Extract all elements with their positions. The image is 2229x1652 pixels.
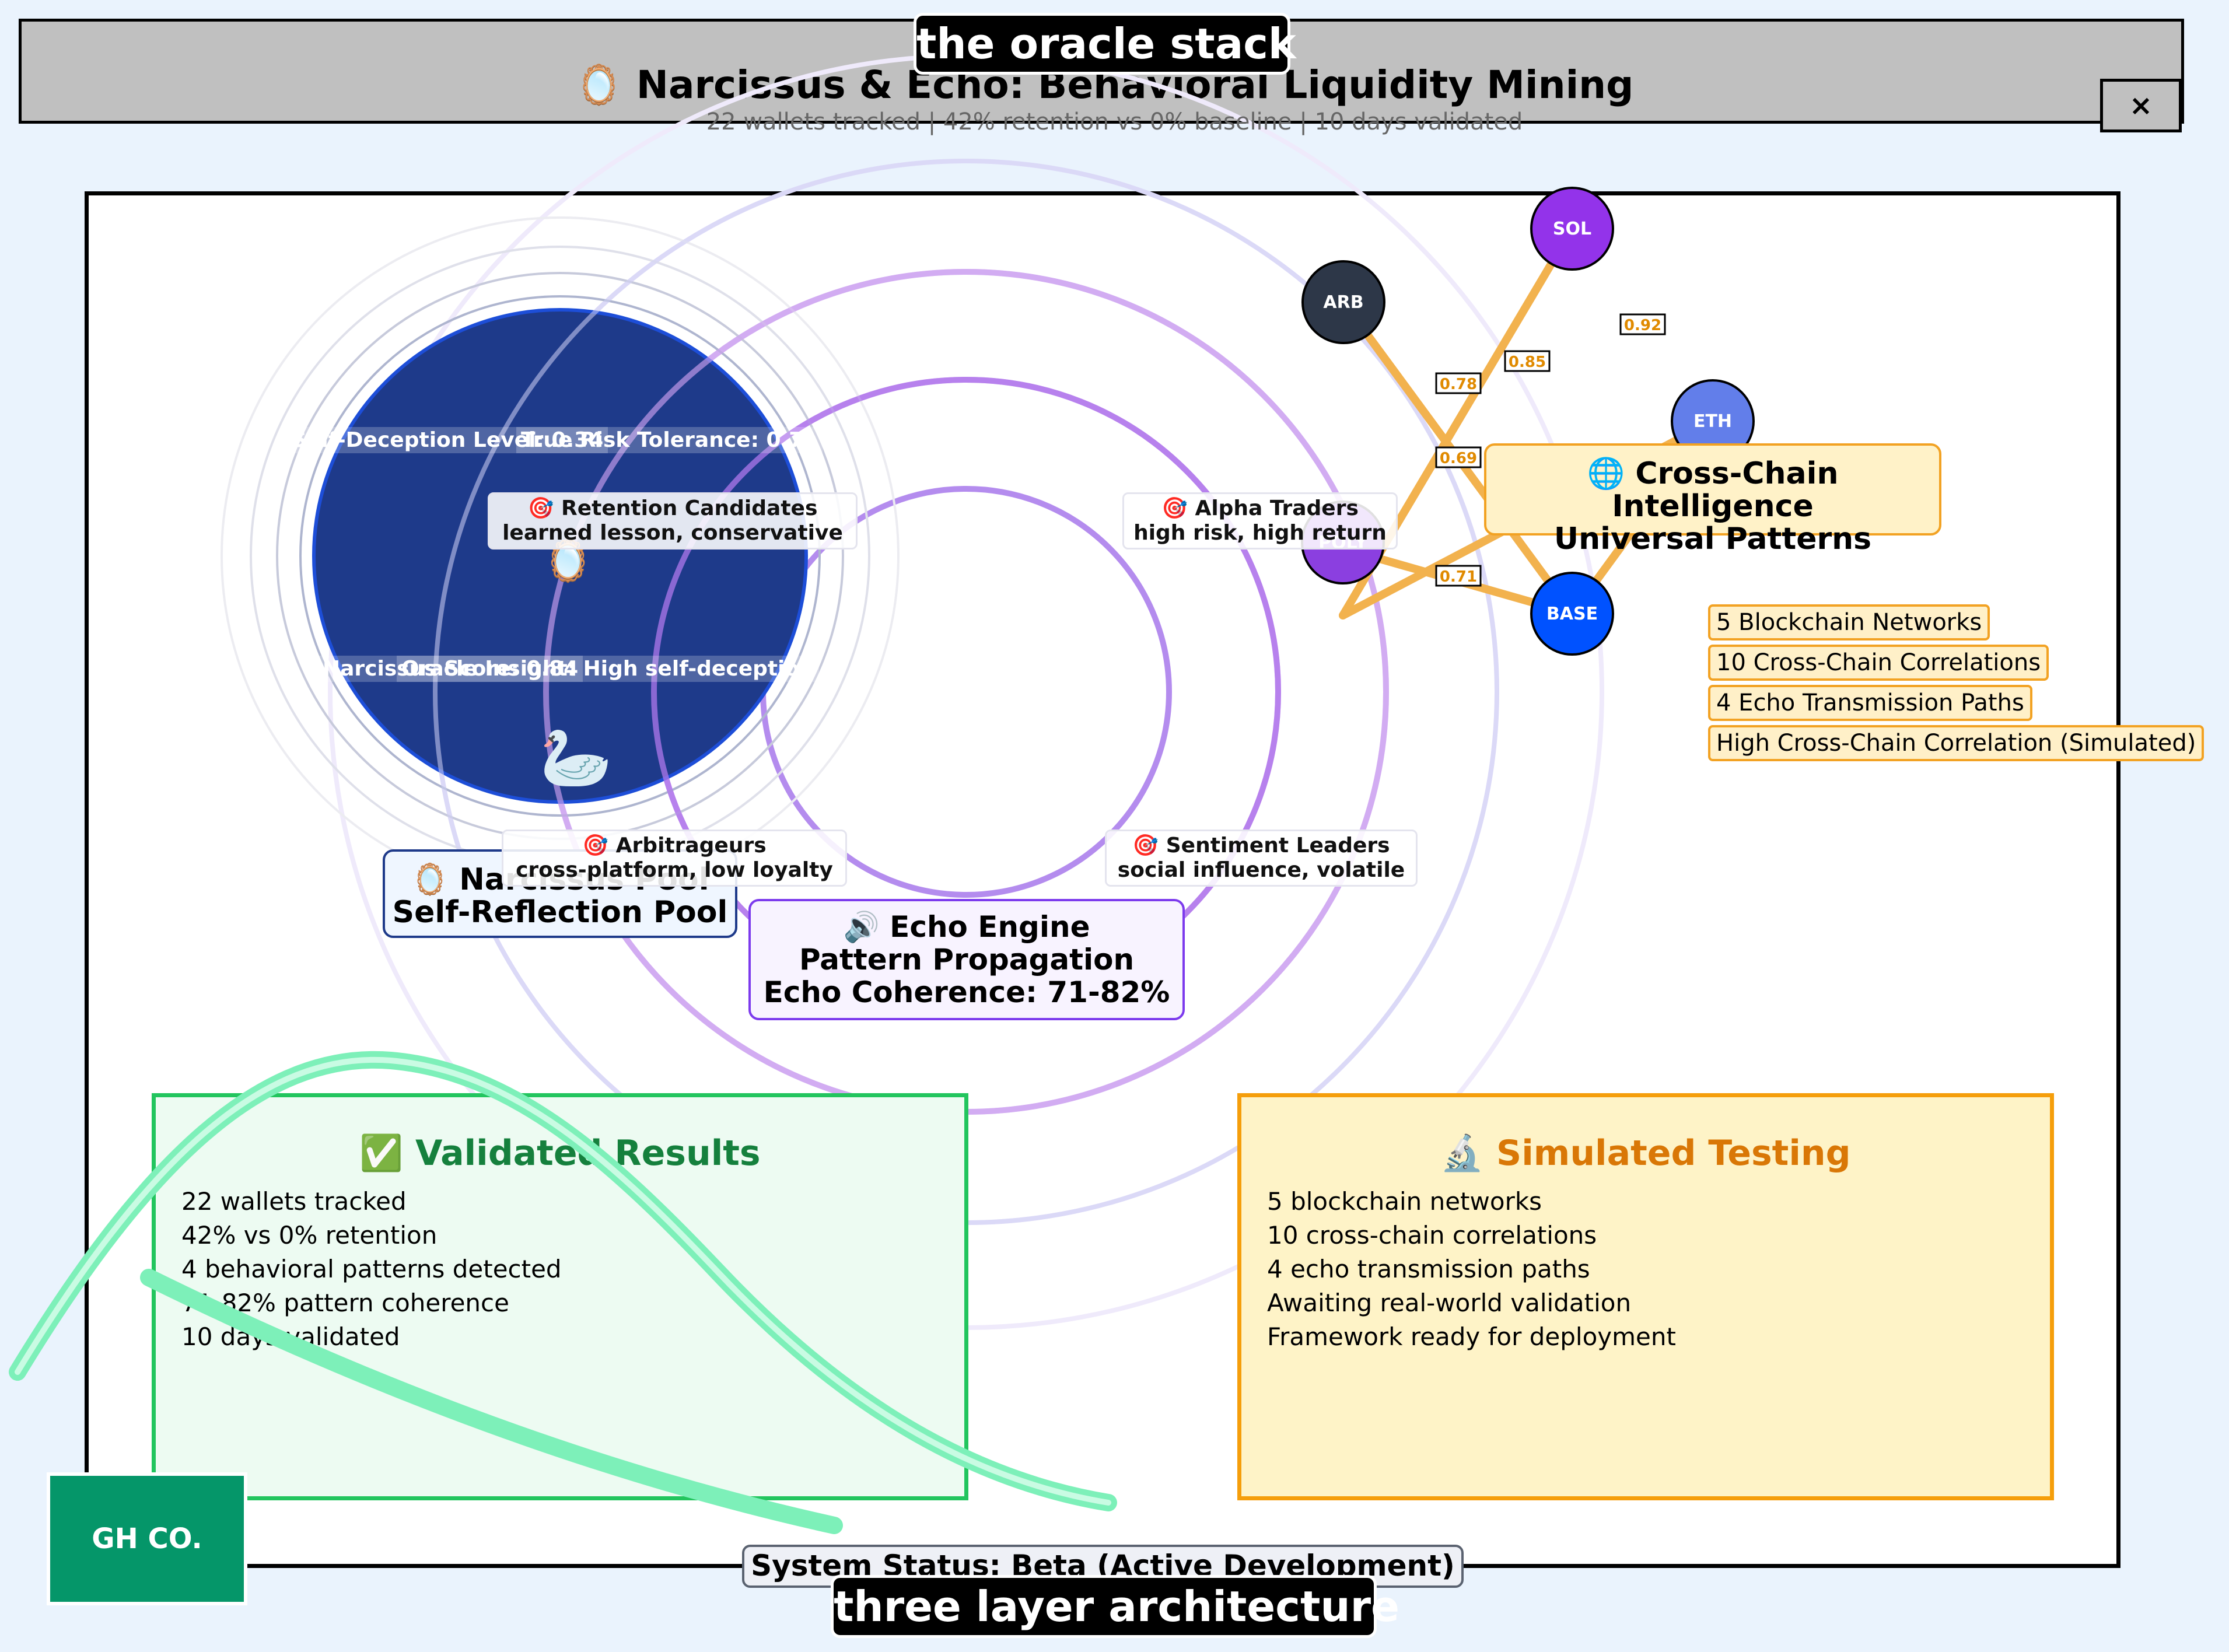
correlation-label: 0.69 xyxy=(1440,450,1477,467)
company-logo: GH CO. xyxy=(47,1472,247,1605)
pattern-desc: learned lesson, conservative xyxy=(502,521,843,545)
risk-tolerance-metric: True Risk Tolerance: 0.71 xyxy=(516,427,823,453)
list-item: 22 wallets tracked xyxy=(181,1187,407,1216)
oracle-insight-metric: Oracle Insight: High self-deception xyxy=(397,656,819,682)
correlation-label: 0.71 xyxy=(1440,568,1477,586)
correlation-labels: 0.92 0.85 0.78 0.69 0.71 xyxy=(1435,313,1666,587)
swoosh-curve xyxy=(9,1051,1117,1511)
node-base-label: BASE xyxy=(1546,604,1598,624)
echo-engine-subtitle: Pattern Propagation xyxy=(799,943,1135,977)
narcissus-pool-subtitle: Self-Reflection Pool xyxy=(392,895,728,930)
correlation-label: 0.92 xyxy=(1624,317,1661,334)
narcissus-score-metric: Narcissus Score: 0.84 xyxy=(318,656,583,682)
ripple-ring xyxy=(299,295,821,817)
node-arb-label: ARB xyxy=(1323,292,1363,313)
echo-engine-card: 🔊 Echo Engine Pattern Propagation Echo C… xyxy=(748,899,1185,1020)
validated-results-list: 22 wallets tracked 42% vs 0% retention 4… xyxy=(181,1185,562,1354)
top-banner: the oracle stack xyxy=(914,13,1296,75)
pattern-desc: social influence, volatile xyxy=(1117,858,1405,882)
list-item: Framework ready for deployment xyxy=(1267,1322,1676,1351)
pattern-retention-candidates[interactable]: 🎯 Retention Candidates learned lesson, c… xyxy=(488,492,858,550)
correlation-label: 0.85 xyxy=(1509,354,1546,371)
node-eth-label: ETH xyxy=(1693,411,1732,432)
pattern-sentiment-leaders[interactable]: 🎯 Sentiment Leaders social influence, vo… xyxy=(1105,830,1418,887)
node-base xyxy=(1530,572,1614,656)
echo-engine-title: 🔊 Echo Engine xyxy=(843,910,1090,944)
swoosh-curve xyxy=(140,1269,843,1534)
pattern-name: 🎯 Sentiment Leaders xyxy=(1132,834,1390,858)
close-button[interactable]: × xyxy=(2100,79,2182,132)
pattern-arbitrageurs[interactable]: 🎯 Arbitrageurs cross-platform, low loyal… xyxy=(502,830,847,887)
list-item: Awaiting real-world validation xyxy=(1267,1289,1632,1317)
list-item: 4 echo transmission paths xyxy=(1267,1255,1590,1283)
node-arb xyxy=(1301,260,1385,344)
simulated-testing-list: 5 blockchain networks 10 cross-chain cor… xyxy=(1267,1185,1676,1354)
deception-metric: Self-Deception Level: 0.34 xyxy=(287,427,608,453)
validated-results-panel: ✅ Validated Results 22 wallets tracked 4… xyxy=(152,1093,968,1500)
node-sol xyxy=(1530,187,1614,271)
simulated-testing-panel: 🔬 Simulated Testing 5 blockchain network… xyxy=(1237,1093,2054,1500)
cross-chain-card: 🌐 Cross-Chain Intelligence Universal Pat… xyxy=(1484,443,1941,555)
pattern-alpha-traders[interactable]: 🎯 Alpha Traders high risk, high return xyxy=(1122,492,1398,550)
stat-chip: 10 Cross-Chain Correlations xyxy=(1708,645,2049,681)
pattern-name: 🎯 Retention Candidates xyxy=(527,496,818,520)
stat-chip: High Cross-Chain Correlation (Simulated) xyxy=(1708,725,2204,761)
pattern-name: 🎯 Alpha Traders xyxy=(1161,496,1359,520)
swoosh-curve xyxy=(15,1056,1111,1506)
pattern-desc: high risk, high return xyxy=(1133,521,1387,545)
cross-chain-title: 🌐 Cross-Chain Intelligence xyxy=(1587,456,1839,524)
simulated-testing-title: 🔬 Simulated Testing xyxy=(1440,1133,1851,1174)
stat-chip: 5 Blockchain Networks xyxy=(1708,604,1990,640)
swan-icon: 🦢 xyxy=(540,723,613,792)
cross-chain-subtitle: Universal Patterns xyxy=(1553,522,1872,556)
node-sol-label: SOL xyxy=(1553,219,1591,239)
list-item: 10 cross-chain correlations xyxy=(1267,1221,1597,1250)
page-subtitle: 22 wallets tracked | 42% retention vs 0%… xyxy=(706,108,1523,135)
correlation-label: 0.78 xyxy=(1440,376,1477,393)
list-item: 4 behavioral patterns detected xyxy=(181,1255,562,1283)
bottom-banner: three layer architecture xyxy=(831,1575,1399,1638)
echo-coherence-value: Echo Coherence: 71-82% xyxy=(763,975,1170,1009)
list-item: 42% vs 0% retention xyxy=(181,1221,438,1250)
pattern-name: 🎯 Arbitrageurs xyxy=(582,834,767,858)
validated-results-title: ✅ Validated Results xyxy=(359,1133,761,1174)
list-item: 5 blockchain networks xyxy=(1267,1187,1542,1216)
stat-chip: 4 Echo Transmission Paths xyxy=(1708,685,2032,721)
pattern-desc: cross-platform, low loyalty xyxy=(516,858,833,882)
